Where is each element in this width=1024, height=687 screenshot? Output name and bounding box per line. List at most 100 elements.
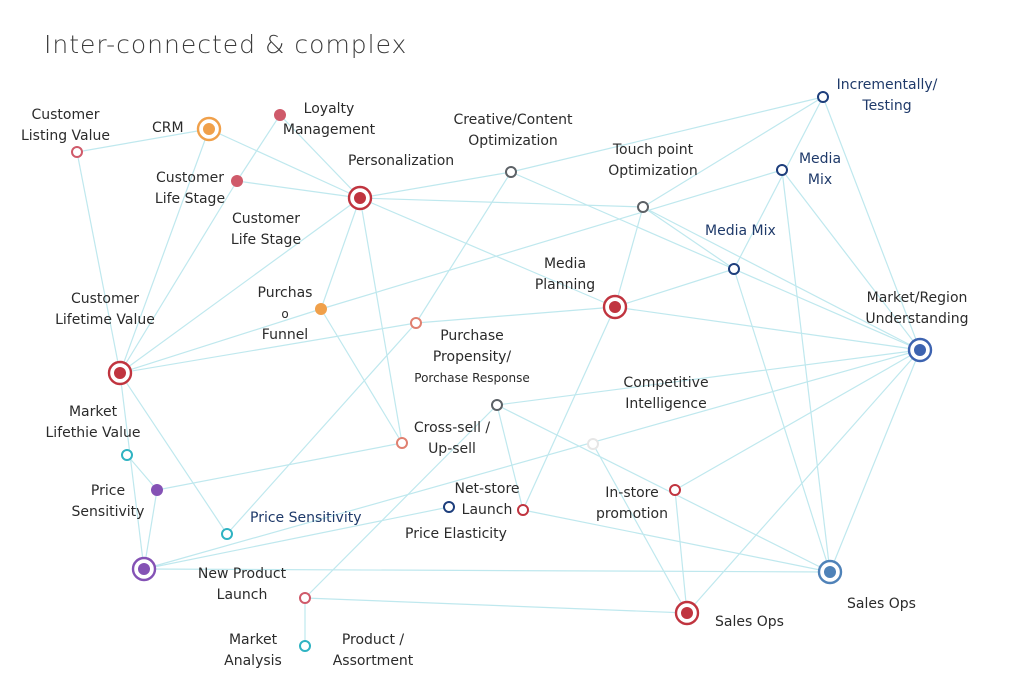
link-price-sensitivity-1-new-product-hub <box>143 489 158 570</box>
link-customer-lifetime-value-price-sensitivity-2 <box>119 372 228 535</box>
label-loyalty-management: Loyalty Management <box>282 101 376 138</box>
link-media-mix-top-market-region <box>781 169 921 351</box>
label-price-sensitivity-1: Price Sensitivity <box>71 483 145 520</box>
link-personalization-touchpoint <box>359 197 644 208</box>
link-touchpoint-incrementally-testing <box>642 96 824 208</box>
link-competitive-intelligence-market-region <box>496 349 921 406</box>
link-customer-listing-value-crm <box>76 128 210 153</box>
label-media-mix-top: Media Mix <box>798 151 842 188</box>
label-product-assortment: Product / Assortment <box>332 632 414 669</box>
link-media-planning-launch <box>522 306 616 511</box>
link-market-region-new-product-hub <box>143 349 921 570</box>
node-faint-node <box>587 438 599 450</box>
node-purchase-funnel <box>315 303 327 315</box>
node-customer-listing-value <box>71 146 83 158</box>
label-sales-ops-1: Sales Ops <box>847 596 916 612</box>
label-customer-lifetime-value: Customer Lifetime Value <box>55 291 155 328</box>
link-touchpoint-media-mix <box>642 206 735 270</box>
link-creative-content-incrementally-testing <box>510 96 824 173</box>
node-new-product-launch <box>299 592 311 604</box>
node-price-sensitivity-2 <box>221 528 233 540</box>
label-media-planning: Media Planning <box>534 256 596 293</box>
link-touchpoint-market-region <box>642 206 921 351</box>
link-competitive-intelligence-launch <box>496 404 524 511</box>
label-price-elasticity: Price Elasticity <box>405 526 507 542</box>
link-crm-personalization <box>208 128 361 199</box>
node-purchase-propensity <box>410 317 422 329</box>
link-purchase-funnel-cross-sell <box>320 308 403 444</box>
node-market-region <box>907 337 933 363</box>
link-faint-node-sales-ops-2 <box>592 443 688 614</box>
link-in-store-promotion-market-region <box>674 349 921 491</box>
label-customer-listing-value: Customer Listing Value <box>20 107 111 144</box>
link-media-mix-media-planning <box>614 268 735 308</box>
link-purchase-propensity-price-sensitivity-2 <box>226 322 417 535</box>
nodes-layer <box>71 91 933 652</box>
link-media-mix-sales-ops-1 <box>733 268 831 573</box>
link-purchase-propensity-customer-lifetime-value <box>119 322 417 374</box>
link-media-planning-purchase-propensity <box>415 306 616 324</box>
node-in-store-promotion <box>669 484 681 496</box>
link-personalization-customer-lifetime-value <box>119 197 361 374</box>
node-creative-content <box>505 166 517 178</box>
link-personalization-cross-sell <box>359 197 403 444</box>
link-creative-content-purchase-propensity <box>415 171 512 324</box>
node-loyalty-management <box>274 109 286 121</box>
link-new-product-launch-sales-ops-2 <box>304 597 688 614</box>
link-competitive-intelligence-new-product-launch <box>304 404 498 599</box>
link-in-store-promotion-sales-ops-2 <box>674 489 688 614</box>
link-personalization-creative-content <box>359 171 512 199</box>
link-new-product-hub-sales-ops-1 <box>143 568 831 573</box>
label-media-mix: Media Mix <box>705 223 776 239</box>
node-market-analysis <box>299 640 311 652</box>
link-incrementally-testing-market-region <box>822 96 921 351</box>
link-competitive-intelligence-sales-ops-1 <box>496 404 831 573</box>
node-customer-life-stage-1 <box>231 175 243 187</box>
node-media-mix <box>728 263 740 275</box>
label-cross-sell: Cross-sell / Up-sell <box>413 420 491 457</box>
link-sales-ops-2-market-region <box>686 349 921 614</box>
page-title: Inter-connected & complex <box>44 30 408 59</box>
links-layer <box>76 96 921 646</box>
node-incrementally-testing <box>817 91 829 103</box>
link-personalization-media-planning <box>359 197 616 308</box>
link-customer-listing-value-customer-lifetime-value <box>76 151 121 374</box>
node-competitive-intelligence <box>491 399 503 411</box>
label-crm: CRM <box>152 120 184 136</box>
link-personalization-purchase-funnel <box>320 197 361 310</box>
link-media-mix-top-purchase-funnel <box>320 169 783 310</box>
node-media-planning <box>602 294 628 320</box>
label-customer-life-stage-1: Customer Life Stage <box>154 170 226 207</box>
link-launch-sales-ops-1 <box>522 509 831 573</box>
node-launch <box>517 504 529 516</box>
node-net-store <box>443 501 455 513</box>
link-media-mix-top-sales-ops-1 <box>781 169 831 573</box>
link-customer-life-stage-1-personalization <box>236 180 361 199</box>
node-touchpoint <box>637 201 649 213</box>
node-crm <box>196 116 222 142</box>
link-customer-life-stage-1-customer-lifetime-value <box>119 180 238 374</box>
label-new-product-launch: New Product Launch <box>197 566 287 603</box>
node-media-mix-top <box>776 164 788 176</box>
label-net-store-launch: Net-store Launch <box>454 481 520 518</box>
link-net-store-new-product-hub <box>143 506 450 570</box>
link-loyalty-management-personalization <box>279 114 361 199</box>
label-customer-life-stage-2: Customer Life Stage <box>230 211 302 248</box>
node-cross-sell <box>396 437 408 449</box>
label-competitive-intelligence: Competitive Intelligence <box>623 375 709 412</box>
link-media-planning-market-region <box>614 306 921 351</box>
node-new-product-hub <box>131 556 157 582</box>
label-market-region: Market/Region Understanding <box>865 290 969 327</box>
link-loyalty-management-customer-life-stage-1 <box>236 114 281 182</box>
label-market-lifethie-value: Market Lifethie Value <box>45 404 141 441</box>
node-personalization <box>347 185 373 211</box>
node-customer-lifetime-value <box>107 360 133 386</box>
link-creative-content-market-region <box>510 171 921 351</box>
label-touchpoint: Touch point Optimization <box>608 142 698 179</box>
link-market-lifethie-value-price-sensitivity-1 <box>126 454 158 491</box>
link-crm-customer-lifetime-value <box>119 128 210 374</box>
link-sales-ops-1-market-region <box>829 349 921 573</box>
node-sales-ops-2 <box>674 600 700 626</box>
